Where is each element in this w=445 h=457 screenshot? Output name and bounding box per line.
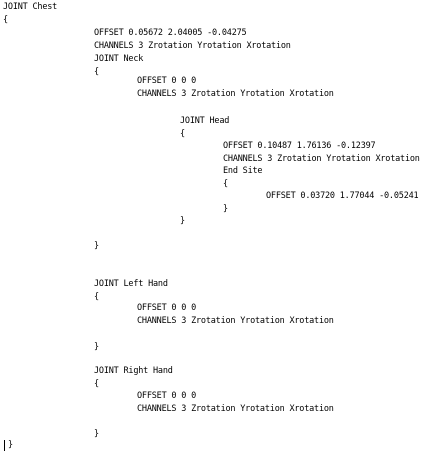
- line-offset: OFFSET 0 0 0: [137, 76, 197, 86]
- line-close-brace: }: [8, 440, 13, 450]
- line-offset: OFFSET 0.05672 2.04005 -0.04275: [94, 28, 247, 38]
- line-end-site: End Site: [223, 166, 263, 176]
- line-close-brace: }: [180, 216, 185, 226]
- line-close-brace: }: [94, 429, 99, 439]
- line-joint-left-hand: JOINT Left Hand: [94, 279, 168, 289]
- line-open-brace: {: [94, 67, 99, 77]
- line-joint-right-hand: JOINT Right Hand: [94, 366, 173, 376]
- line-channels: CHANNELS 3 Zrotation Yrotation Xrotation: [137, 89, 334, 99]
- line-joint-head: JOINT Head: [180, 116, 230, 126]
- line-close-brace: }: [223, 204, 228, 214]
- line-open-brace: {: [180, 129, 185, 139]
- line-joint-chest: JOINT Chest: [3, 2, 58, 12]
- line-joint-neck: JOINT Neck: [94, 54, 144, 64]
- line-open-brace: {: [223, 179, 228, 189]
- line-channels: CHANNELS 3 Zrotation Yrotation Xrotation: [137, 404, 334, 414]
- text-cursor: [4, 440, 5, 451]
- line-open-brace: {: [3, 15, 8, 25]
- line-open-brace: {: [94, 379, 99, 389]
- line-offset: OFFSET 0.03720 1.77044 -0.05241: [266, 191, 419, 201]
- line-close-brace: }: [94, 342, 99, 352]
- line-offset: OFFSET 0.10487 1.76136 -0.12397: [223, 141, 376, 151]
- line-channels: CHANNELS 3 Zrotation Yrotation Xrotation: [223, 154, 420, 164]
- line-open-brace: {: [94, 292, 99, 302]
- line-offset: OFFSET 0 0 0: [137, 391, 197, 401]
- line-channels: CHANNELS 3 Zrotation Yrotation Xrotation: [137, 316, 334, 326]
- line-close-brace: }: [94, 241, 99, 251]
- line-offset: OFFSET 0 0 0: [137, 303, 197, 313]
- line-channels: CHANNELS 3 Zrotation Yrotation Xrotation: [94, 41, 291, 51]
